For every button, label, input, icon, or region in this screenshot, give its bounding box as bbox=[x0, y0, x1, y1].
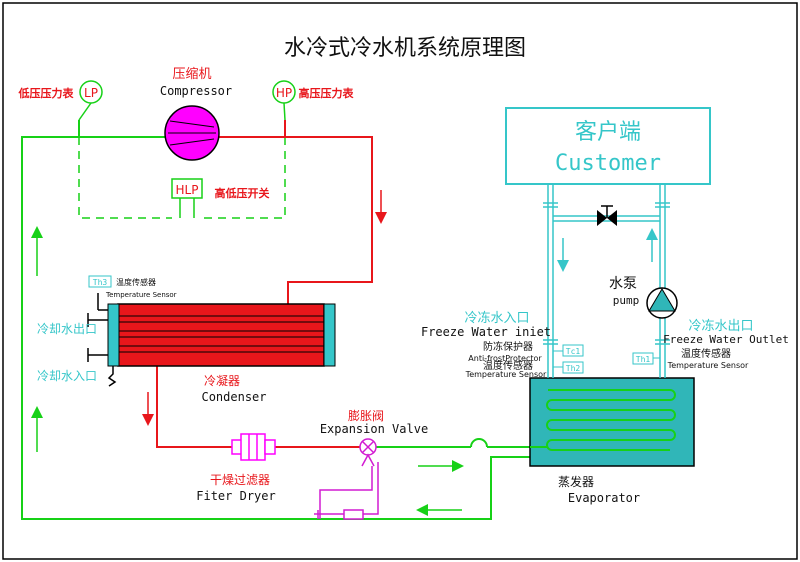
filter-dryer-label-en: Fiter Dryer bbox=[196, 489, 275, 503]
compressor-label-en: Compressor bbox=[160, 84, 232, 98]
th2-sensor-cn: 温度传感器 bbox=[483, 359, 533, 372]
th3-sensor-cn: 温度传感器 bbox=[116, 277, 156, 287]
evaporator-label-cn: 蒸发器 bbox=[558, 474, 594, 489]
th1-tag: Th1 bbox=[636, 355, 651, 364]
customer-label-en: Customer bbox=[555, 151, 661, 176]
th3-sensor-tag: Th3 bbox=[93, 278, 108, 287]
hp-gauge-symbol: HP bbox=[276, 86, 292, 100]
freeze-water-outlet-label-en: Freeze Water Outlet bbox=[663, 333, 789, 346]
anti-frost-label-cn: 防冻保护器 bbox=[483, 340, 533, 353]
hp-gauge-label: 高压压力表 bbox=[299, 86, 355, 100]
cooling-water-inlet-label: 冷却水入口 bbox=[37, 369, 97, 383]
hlp-switch-label: 高低压开关 bbox=[215, 186, 270, 200]
th3-sensor-en: Temperature Sensor bbox=[105, 291, 177, 299]
condenser-label-cn: 冷凝器 bbox=[204, 373, 240, 388]
th2-tag: Th2 bbox=[566, 364, 581, 373]
pump-icon bbox=[646, 287, 678, 319]
chilled-water-pipes bbox=[543, 184, 670, 378]
th1-sensor-en: Temperature Sensor bbox=[667, 361, 749, 370]
pump-label-en: pump bbox=[613, 294, 640, 307]
high-pressure-line bbox=[156, 120, 373, 448]
th1-sensor-cn: 温度传感器 bbox=[681, 347, 731, 360]
freeze-water-inlet-label-en: Freeze Water iniet bbox=[421, 325, 551, 339]
hp-gauge-stem bbox=[283, 102, 286, 121]
lp-gauge-symbol: LP bbox=[84, 86, 98, 100]
evaporator bbox=[529, 377, 695, 467]
compressor bbox=[164, 105, 220, 161]
cooling-water-connections bbox=[87, 293, 117, 387]
customer-label-cn: 客户端 bbox=[575, 120, 641, 145]
diagram-title: 水冷式冷水机系统原理图 bbox=[284, 36, 526, 61]
bypass-valve-icon bbox=[597, 205, 617, 226]
hlp-switch-symbol: HLP bbox=[176, 183, 199, 197]
expansion-valve-label-en: Expansion Valve bbox=[320, 422, 428, 436]
condenser bbox=[107, 303, 336, 367]
filter-dryer bbox=[231, 433, 276, 461]
pressure-switch-dashes bbox=[78, 137, 286, 219]
freeze-water-inlet-label-cn: 冷冻水入口 bbox=[464, 310, 529, 326]
filter-dryer-label-cn: 干燥过滤器 bbox=[210, 473, 270, 487]
condenser-label-en: Condenser bbox=[201, 390, 266, 404]
freeze-water-outlet-label-cn: 冷冻水出口 bbox=[688, 318, 753, 334]
evaporator-label-en: Evaporator bbox=[568, 491, 640, 505]
customer-box bbox=[505, 107, 711, 185]
lp-gauge-stem bbox=[78, 102, 92, 121]
anti-frost-label-en: Anti-frostProtector bbox=[468, 354, 542, 363]
expansion-valve bbox=[314, 438, 379, 520]
lp-gauge-label: 低压压力表 bbox=[18, 86, 75, 100]
pump-label-cn: 水泵 bbox=[609, 276, 637, 292]
hlp-switch-icon bbox=[171, 178, 203, 199]
tc1-tag: Tc1 bbox=[566, 347, 581, 356]
th2-sensor-en: Temperature Sensor bbox=[465, 370, 547, 379]
compressor-label-cn: 压缩机 bbox=[172, 66, 211, 82]
low-pressure-line bbox=[21, 120, 530, 520]
th3-sensor-badge bbox=[88, 275, 112, 288]
cooling-water-outlet-label: 冷却水出口 bbox=[37, 322, 97, 336]
expansion-valve-label-cn: 膨胀阀 bbox=[348, 409, 384, 423]
